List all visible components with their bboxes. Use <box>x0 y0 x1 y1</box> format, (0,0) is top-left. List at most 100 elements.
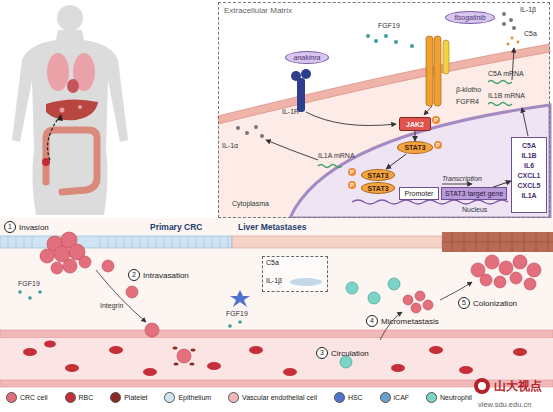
callout-number: 4 <box>366 315 378 327</box>
organs <box>57 114 63 121</box>
pathway-arrows <box>522 108 528 136</box>
logo <box>478 382 486 390</box>
tumor-cells <box>524 278 536 290</box>
tumor-cells <box>494 276 506 288</box>
stromal-cells <box>340 356 352 368</box>
vessel <box>0 330 553 338</box>
node-text: STAT3 <box>404 144 425 151</box>
promoter-box: Promoter <box>399 187 439 200</box>
organs <box>60 108 65 113</box>
node-text: Promoter <box>405 190 434 197</box>
phospho-badge: P <box>432 116 440 124</box>
molecule-label: FGFR4 <box>456 98 479 105</box>
tumor-cells <box>63 259 77 273</box>
red-blood-cells <box>391 364 405 372</box>
protein-oval: STAT3 <box>361 182 395 194</box>
ligand-dots <box>509 18 513 22</box>
callout-number: 2 <box>128 269 140 281</box>
node-text: C5a <box>266 259 324 266</box>
receptors <box>301 69 311 79</box>
tissue <box>0 218 553 332</box>
migration-arrows <box>96 270 146 322</box>
tumor-cells <box>513 255 527 269</box>
legend-swatch <box>228 392 239 403</box>
cytokine-box: C5aIL-1β <box>262 256 328 292</box>
protein-oval: STAT3 <box>361 169 395 181</box>
receptors <box>297 78 305 112</box>
receptors <box>426 36 433 106</box>
legend-item: iCAF <box>380 392 410 403</box>
ligand-dots <box>507 43 510 46</box>
node-text: IL-1β <box>266 277 324 284</box>
tumor-cells <box>403 295 413 305</box>
receptors <box>434 36 441 106</box>
legend-text: RBC <box>79 394 94 401</box>
protein-oval: STAT3 <box>397 141 433 154</box>
molecule-label: IL1B mRNA <box>488 92 525 99</box>
tissue <box>0 218 553 332</box>
molecule-label: Nucleus <box>462 206 487 213</box>
platelets <box>173 347 178 350</box>
stromal-cells <box>228 324 232 328</box>
callout-number: 5 <box>458 297 470 309</box>
molecule-label: IL-1β <box>520 6 536 13</box>
molecule-label: FGF19 <box>226 310 248 317</box>
organs <box>78 105 82 109</box>
organs <box>48 116 60 160</box>
vessel <box>0 330 553 387</box>
legend-swatch <box>6 392 17 403</box>
red-blood-cells <box>23 348 37 356</box>
legend-text: iCAF <box>394 394 410 401</box>
ligand-dots <box>254 125 258 129</box>
stromal-cells <box>346 282 358 294</box>
node-text: STAT3 <box>367 185 388 192</box>
tumor-cells <box>480 274 492 286</box>
stromal-cells <box>230 290 250 307</box>
stromal-cells <box>38 290 42 294</box>
node-text: JAK2 <box>406 121 424 128</box>
tumor-cells <box>415 291 425 301</box>
node-text: Extracellular Matrix <box>224 6 292 15</box>
migration-arrows <box>380 312 402 340</box>
legend-text: Vascular endothelial cell <box>242 394 317 401</box>
node-text: fisogatinib <box>454 14 486 21</box>
tissue <box>0 236 232 248</box>
stromal-cells <box>18 278 400 368</box>
molecule-label: β-klotho <box>456 86 481 93</box>
platelets <box>174 363 179 366</box>
organs <box>46 130 97 192</box>
node-text: Micrometastasis <box>381 317 439 326</box>
tumor-cells <box>40 249 54 263</box>
region-title: Liver Metastases <box>238 222 307 232</box>
platelets <box>191 349 196 352</box>
ligand-dots <box>374 39 378 43</box>
ligand-dots <box>394 40 398 44</box>
red-blood-cells <box>207 362 221 370</box>
node-text: Colonization <box>473 299 517 308</box>
ligand-dots <box>410 44 414 48</box>
molecule-label: FGF19 <box>378 22 400 29</box>
molecule-label: IL-1α <box>222 142 238 149</box>
tumor-cells <box>411 303 421 313</box>
molecule-label: IL-1R <box>282 108 299 115</box>
step-callout: 5Colonization <box>458 296 543 310</box>
legend-item: Epithelium <box>164 392 211 403</box>
stromal-cells <box>18 290 22 294</box>
red-blood-cells <box>23 341 527 377</box>
legend-swatch <box>426 392 437 403</box>
callout-number: 3 <box>316 347 328 359</box>
node-text: Intravasation <box>143 271 189 280</box>
node-text: STAT3 target gene <box>445 190 503 197</box>
logo <box>474 378 490 394</box>
cell-compartments <box>218 44 550 116</box>
receptors <box>443 40 449 74</box>
organs <box>67 79 79 93</box>
molecule-label: FGF19 <box>18 280 40 287</box>
tumor-cells <box>499 261 513 275</box>
red-blood-cells <box>459 366 473 374</box>
ligand-dots <box>517 41 520 44</box>
phospho-badge: P <box>348 181 356 189</box>
legend-text: HSC <box>348 394 363 401</box>
pathway-arrows <box>266 140 318 160</box>
